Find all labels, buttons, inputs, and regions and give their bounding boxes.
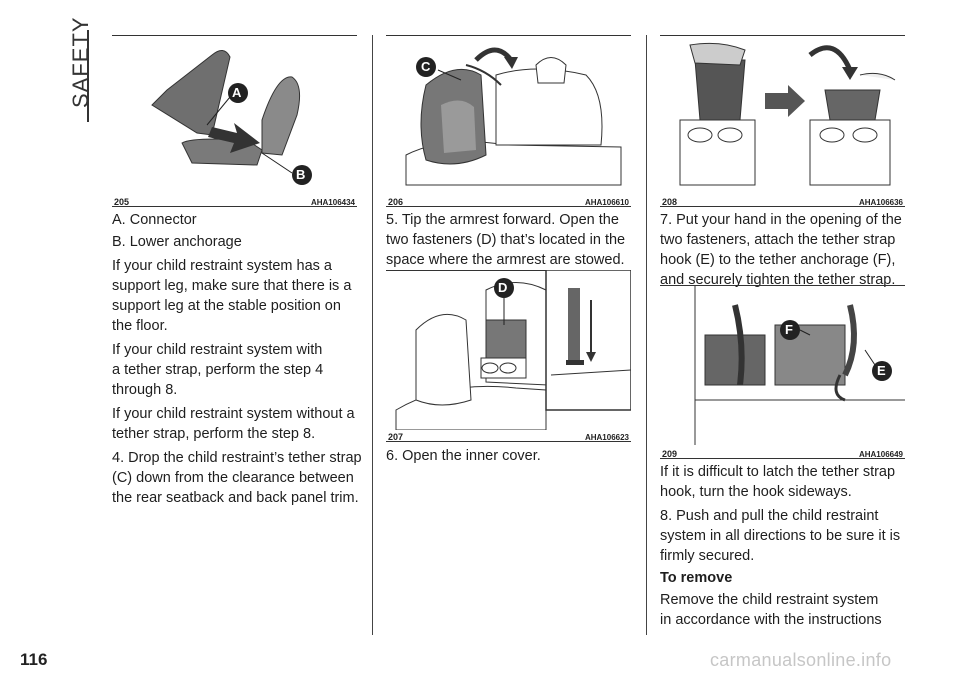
- watermark: carmanualsonline.info: [710, 650, 892, 670]
- figure-code: AHA106636: [858, 198, 903, 207]
- callout-b-marker: [292, 165, 312, 185]
- section-tab: SAFETY: [50, 16, 93, 130]
- step-4-paragraph: 4. Drop the child restraint’s tether str…: [112, 450, 362, 506]
- callout-a-marker: [228, 83, 248, 103]
- tether-with-paragraph: If your child restraint system with a te…: [112, 342, 324, 398]
- callout-e: E: [877, 363, 886, 378]
- figure-209-illustration: [694, 285, 905, 445]
- figure-code: AHA106434: [310, 198, 355, 207]
- callout-e-marker: [872, 361, 892, 381]
- remove-heading: To remove: [660, 570, 733, 586]
- hook-tip-paragraph: If it is difficult to latch the tether s…: [660, 464, 896, 500]
- callout-d: D: [498, 280, 508, 295]
- step-6-paragraph: 6. Open the inner cover.: [386, 448, 541, 464]
- tether-without-paragraph: If your child restraint system without a…: [112, 406, 355, 442]
- step-5-paragraph: 5. Tip the armrest forward. Open the two…: [386, 212, 626, 268]
- section-title: SAFETY: [68, 16, 93, 108]
- figure-code: AHA106610: [584, 198, 629, 207]
- callout-c: C: [421, 59, 431, 74]
- figure-code: AHA106623: [584, 433, 629, 442]
- caption-b: B. Lower anchorage: [112, 234, 242, 250]
- figure-205: A B 205 AHA106434: [112, 35, 357, 207]
- step-7-paragraph: 7. Put your hand in the opening of the t…: [660, 212, 902, 288]
- figure-207: D 207 AHA106623: [386, 270, 631, 442]
- figure-206: C 206 AHA106610: [386, 35, 631, 207]
- remove-paragraph: Remove the child restraint system in acc…: [660, 592, 882, 628]
- callout-c-marker: [416, 57, 436, 77]
- figure-207-illustration: [395, 270, 631, 430]
- step-8-paragraph: 8. Push and pull the child restraint sys…: [660, 508, 901, 564]
- support-leg-paragraph: If your child restraint system has a sup…: [112, 258, 352, 334]
- figure-206-illustration: [405, 47, 622, 186]
- figure-number: 206: [388, 197, 404, 207]
- caption-a: A. Connector: [112, 212, 197, 228]
- callout-f-marker: [780, 320, 800, 340]
- figure-number: 205: [114, 197, 130, 207]
- figure-209: F E 209 AHA106649: [660, 285, 905, 459]
- column-divider: [372, 35, 373, 635]
- callout-d-marker: [494, 278, 514, 298]
- column-divider: [646, 35, 647, 635]
- callout-b: B: [296, 167, 306, 182]
- figure-code: AHA106649: [858, 450, 903, 459]
- callout-a: A: [232, 85, 242, 100]
- section-rule: [87, 30, 89, 122]
- figure-208-illustration: [679, 42, 896, 186]
- figure-208: 208 AHA106636: [660, 35, 905, 207]
- figure-number: 208: [662, 197, 678, 207]
- figure-number: 209: [662, 449, 678, 459]
- figure-number: 207: [388, 432, 404, 442]
- page-number: 116: [20, 650, 48, 669]
- callout-f: F: [785, 322, 793, 337]
- figure-205-illustration: [151, 50, 312, 185]
